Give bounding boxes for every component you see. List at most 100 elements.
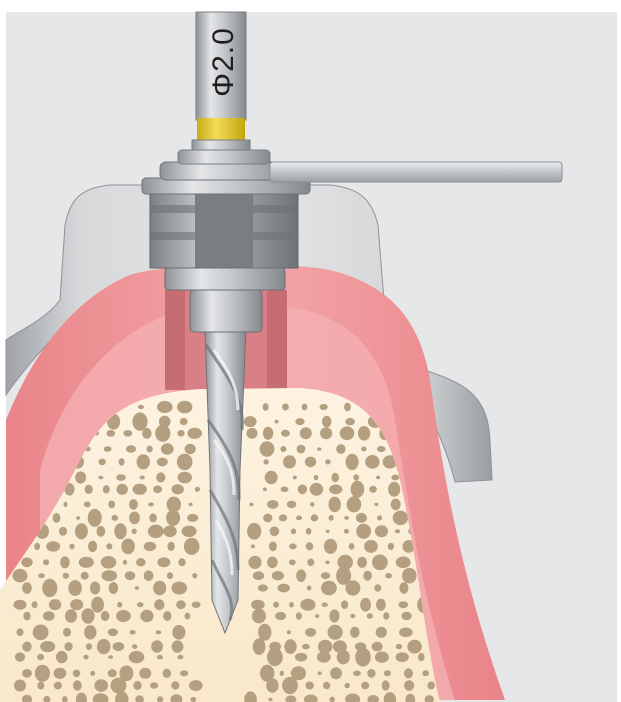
bone-pore [345,418,355,425]
bone-pore [14,680,26,692]
bone-pore [263,427,273,440]
bone-pore [172,640,184,652]
bone-pore [275,612,286,620]
bone-pore [144,542,156,551]
bone-pore [84,625,96,639]
bone-pore [357,557,367,568]
bone-pore [106,543,112,549]
bone-pore [113,642,125,651]
bone-pore [404,680,414,691]
bone-pore [345,580,360,595]
bone-pore [344,516,349,520]
bone-pore [267,648,283,666]
bone-pore [353,474,359,480]
bone-pore [130,630,136,635]
bone-pore [382,680,390,690]
bone-pore [267,557,278,569]
bone-pore [300,599,315,611]
bone-pore [263,514,272,523]
bone-pore [123,430,132,436]
bone-pore [253,638,266,655]
bone-pore [272,571,284,580]
bone-pore [75,523,88,539]
bone-pore [293,476,297,480]
bone-pore [396,557,411,569]
bone-pore [33,625,49,641]
bone-pore [289,559,296,565]
bone-pore [363,571,372,581]
bone-pore [253,571,264,580]
bone-pore [129,512,140,525]
bone-pore [133,484,147,495]
bone-pore [350,627,360,638]
bone-pore [140,610,153,622]
bone-pore [54,682,62,690]
bone-pore [298,485,307,495]
bone-pore [284,639,296,654]
bone-pore [114,523,126,539]
bone-pore [172,625,185,640]
bone-pore [132,644,137,649]
bone-pore [376,599,386,611]
bone-pore [251,545,255,549]
bone-pore [63,573,70,579]
bone-pore [43,559,49,565]
bone-pore [119,458,125,465]
bone-pore [317,447,321,450]
bone-pore [116,474,126,481]
bone-pore [54,668,67,679]
bone-pore [161,443,174,454]
bone-pore [34,543,40,550]
bone-pore [135,586,140,589]
bone-pore [99,459,106,466]
bone-pore [17,629,24,637]
bone-pore [73,680,82,690]
bone-pore [79,557,94,568]
bone-pore [176,600,186,609]
bone-pore [267,500,278,509]
bone-pore [296,612,302,619]
bone-pore [192,573,197,578]
bone-pore [374,503,378,506]
bone-pore [393,511,408,526]
bone-pore [35,665,50,682]
bone-pore [322,602,328,607]
bone-pore [251,600,265,610]
bone-pore [21,557,32,567]
bone-pore [258,584,268,591]
bone-pore [108,655,113,659]
bone-pore [88,541,97,552]
bone-pore [300,427,312,439]
bone-pore [353,671,361,677]
bone-pore [104,446,112,452]
bone-pore [399,628,413,638]
bone-pore [184,538,200,555]
bone-pore [350,614,355,618]
bone-pore [117,602,122,608]
bone-pore [296,569,306,582]
bone-pore [305,628,316,637]
bone-pore [182,526,197,537]
bone-pore [344,529,349,534]
bone-pore [103,485,110,493]
bone-pore [331,473,339,483]
bone-pore [98,476,103,480]
bone-pore [322,416,331,428]
bone-pore [374,584,381,591]
bone-pore [296,516,302,521]
bone-pore [166,510,180,526]
bone-pore [129,499,138,510]
bone-pore [283,455,296,468]
bone-pore [84,502,91,508]
bone-pore [139,668,151,679]
bone-pore [326,530,330,533]
bone-pore [351,481,365,498]
bone-pore [15,652,25,661]
bone-pore [187,428,202,439]
bone-pore [329,484,342,494]
bone-pore [321,572,330,579]
bone-pore [137,454,150,469]
bone-pore [70,599,83,610]
bone-pore [247,523,261,540]
bone-pore [361,447,366,452]
